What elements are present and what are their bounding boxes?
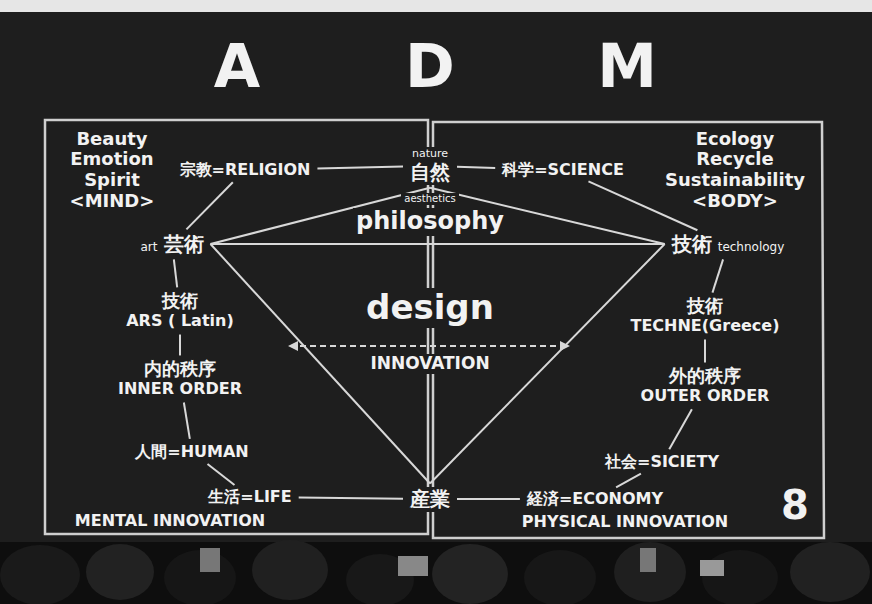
title-letter: D — [402, 32, 458, 101]
connector-line — [704, 340, 706, 363]
concept-node: 産業 — [406, 487, 454, 512]
connector-line — [299, 498, 403, 499]
center-term: philosophy — [353, 208, 507, 236]
concept-node: 内的秩序INNER ORDER — [114, 358, 246, 399]
concept-node: 生活=LIFE — [204, 487, 295, 507]
concept-text: ARS ( Latin) — [126, 312, 234, 330]
concept-node: 社会=SICIETY — [601, 452, 723, 472]
concept-node: nature自然 — [406, 147, 454, 185]
connector-line — [457, 167, 495, 168]
title-letter: A — [211, 32, 263, 101]
connector-line — [208, 464, 235, 485]
concept-text: INNER ORDER — [118, 380, 242, 398]
concept-text: 宗教=RELIGION — [180, 161, 311, 179]
connector-line — [457, 498, 520, 500]
page-number: 8 — [778, 482, 812, 528]
concept-text: 生活=LIFE — [208, 488, 291, 506]
title-letter: M — [594, 32, 660, 101]
concept-text: art — [141, 241, 158, 255]
concept-node: 経済=ECONOMY — [523, 489, 667, 509]
right-panel-frame — [433, 122, 824, 538]
innovation-arrow — [290, 345, 568, 347]
concept-text: 外的秩序 — [669, 366, 741, 387]
connector-line — [179, 335, 181, 356]
small-caption: aesthetics — [401, 193, 458, 205]
connector-line — [186, 182, 232, 229]
innovation-label: MENTAL INNOVATION — [72, 512, 268, 530]
connector-line — [317, 167, 403, 169]
concept-text: 技術 — [687, 296, 723, 317]
keyword-group: Beauty Emotion Spirit <MIND> — [67, 129, 158, 212]
concept-text: 科学=SCIENCE — [502, 161, 624, 179]
concept-text: OUTER ORDER — [641, 387, 770, 405]
concept-node: 技術ARS ( Latin) — [122, 290, 238, 331]
connector-line — [211, 243, 665, 245]
concept-node: 科学=SCIENCE — [498, 160, 628, 180]
concept-node: 技術TECHNE(Greece) — [627, 295, 784, 336]
audience — [0, 540, 872, 604]
connector-line — [616, 474, 641, 488]
concept-text: 自然 — [410, 161, 450, 184]
concept-node: art 芸術 — [137, 232, 208, 257]
innovation-label: INNOVATION — [367, 354, 492, 374]
concept-text: 経済=ECONOMY — [527, 490, 663, 508]
concept-node: 技術 technology — [668, 232, 789, 257]
photo-border — [0, 0, 872, 12]
concept-text: 産業 — [410, 488, 450, 511]
concept-text: 社会=SICIETY — [605, 453, 719, 471]
concept-text: 芸術 — [164, 233, 204, 256]
concept-node: 人間=HUMAN — [131, 442, 252, 462]
connector-line — [184, 402, 190, 438]
concept-text: 内的秩序 — [144, 359, 216, 380]
connector-line — [712, 259, 723, 292]
connector-line — [669, 409, 692, 449]
concept-text: 技術 — [162, 291, 198, 312]
concept-text: technology — [718, 241, 785, 255]
concept-node: 宗教=RELIGION — [176, 160, 315, 180]
concept-text: nature — [412, 148, 448, 161]
innovation-label: PHYSICAL INNOVATION — [519, 513, 731, 531]
center-term: design — [363, 288, 497, 327]
concept-node: 外的秩序OUTER ORDER — [637, 365, 774, 406]
concept-text: 人間=HUMAN — [135, 443, 248, 461]
connector-line — [174, 259, 177, 287]
concept-text: 技術 — [672, 233, 712, 256]
keyword-group: Ecology Recycle Sustainability <BODY> — [662, 129, 808, 212]
concept-text: TECHNE(Greece) — [631, 317, 780, 335]
